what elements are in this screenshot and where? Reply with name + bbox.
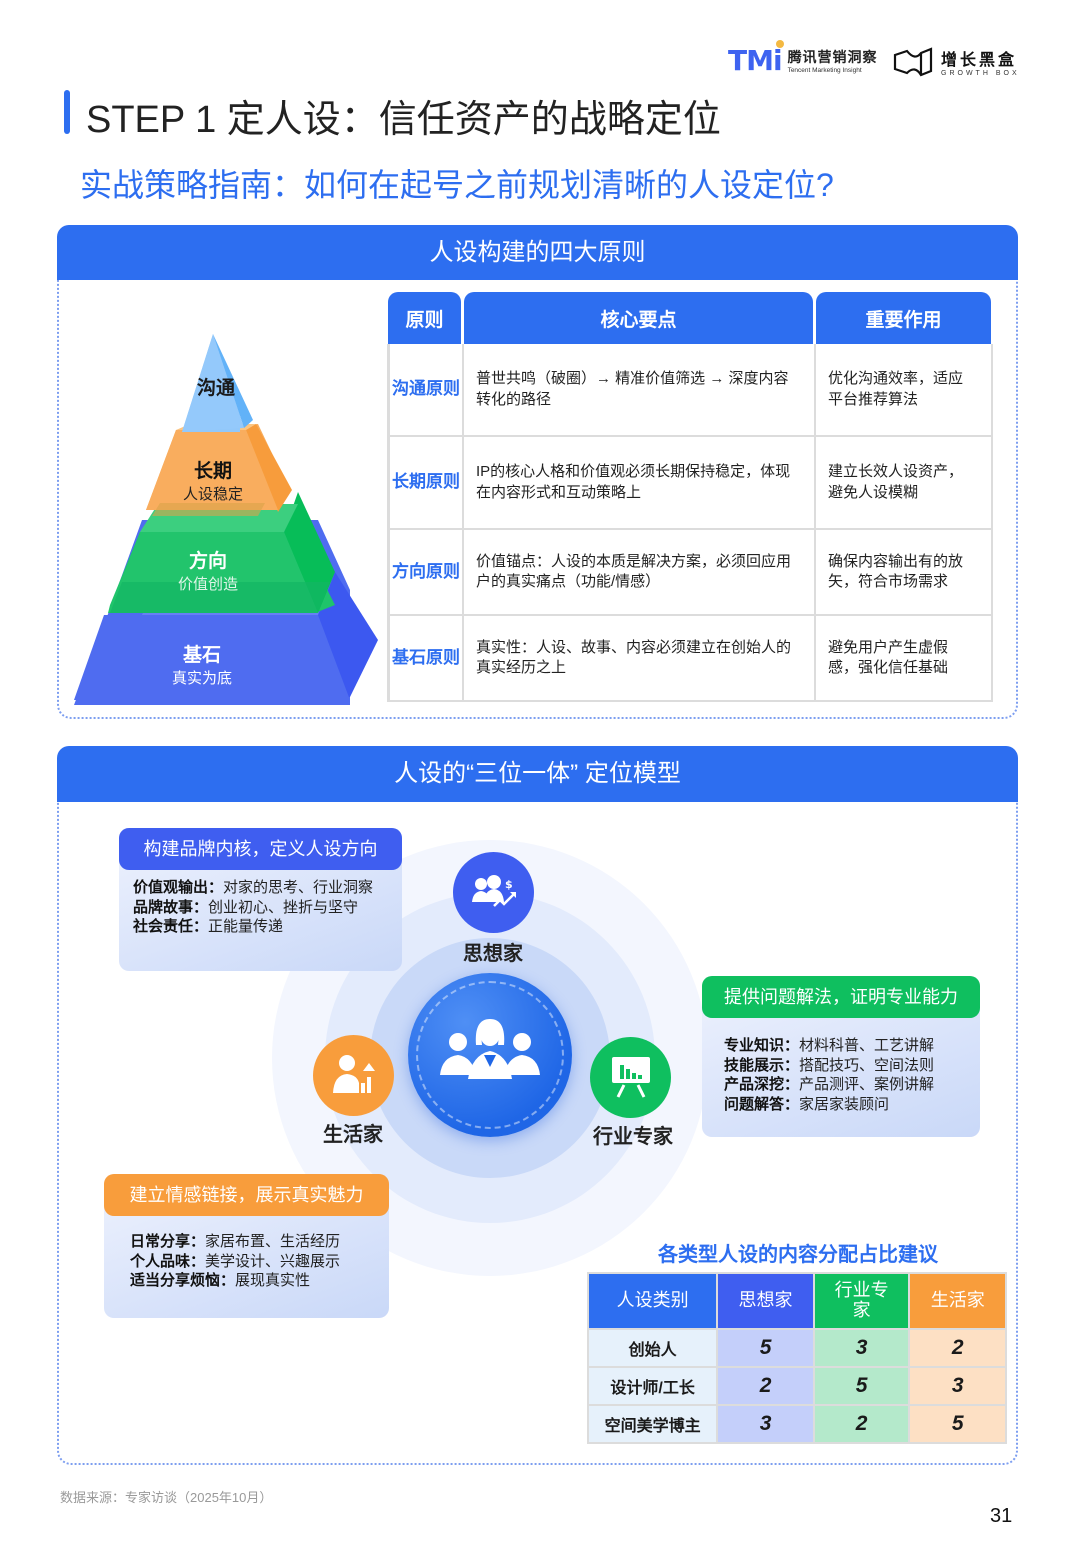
lifestyle-circle-icon [313, 1035, 394, 1116]
table-row-point: 普世共鸣（破圈）→ 精准价值筛选 → 深度内容转化的路径 [462, 344, 816, 437]
expert-circle-icon [590, 1037, 671, 1118]
thinker-circle-icon: $ [453, 852, 534, 933]
person-chart-up-icon [333, 1055, 375, 1093]
alloc-value: 5 [716, 1328, 815, 1368]
expert-card-body: 专业知识：材料科普、工艺讲解 技能展示：搭配技巧、空间法则 产品深挖：产品测评、… [724, 1037, 935, 1113]
growth-box-logo-cn: 增长黑盒 [941, 52, 1018, 69]
alloc-value: 3 [716, 1404, 815, 1444]
table-row-point: IP的核心人格和价值观必须长期保持稳定，体现在内容形式和互动策略上 [462, 437, 816, 530]
role-label-expert: 行业专家 [593, 1126, 673, 1148]
tencent-marketing-insight-logo: TMi 腾讯营销洞察 Tencent Marketing Insight [728, 40, 878, 77]
table-header-principle: 原则 [388, 292, 461, 344]
page-number: 31 [990, 1505, 1013, 1527]
alloc-value: 2 [812, 1404, 911, 1444]
table-row-principle: 长期原则 [388, 437, 464, 530]
alloc-value: 3 [908, 1366, 1007, 1406]
table-row-principle: 沟通原则 [388, 344, 464, 437]
four-principles-header: 人设构建的四大原则 [57, 225, 1018, 280]
alloc-row-name: 创始人 [586, 1328, 719, 1368]
alloc-row-name: 设计师/工长 [586, 1366, 719, 1406]
expert-card: 提供问题解法，证明专业能力 专业知识：材料科普、工艺讲解 技能展示：搭配技巧、空… [702, 976, 980, 1137]
table-header-key-points: 核心要点 [464, 292, 813, 344]
growth-box-icon [893, 46, 933, 76]
table-row-point: 真实性：人设、故事、内容必须建立在创始人的真实经历之上 [462, 616, 816, 702]
core-circle [408, 973, 572, 1137]
tmi-logo-cn: 腾讯营销洞察 [787, 49, 878, 65]
lifestyle-card: 建立情感链接，展示真实魅力 日常分享：家居布置、生活经历 个人品味：美学设计、兴… [104, 1174, 389, 1318]
alloc-row-name: 空间美学博主 [586, 1404, 719, 1444]
alloc-value: 5 [812, 1366, 911, 1406]
allocation-table: 人设类别 思想家 行业专家 生活家 创始人 5 3 2 设计师/工长 2 5 3… [586, 1272, 1007, 1444]
thinker-card-body: 价值观输出：对家的思考、行业洞察 品牌故事：创业初心、挫折与坚守 社会责任：正能… [133, 879, 374, 935]
presentation-board-icon [612, 1057, 650, 1098]
table-row-role: 建立长效人设资产，避免人设模糊 [814, 437, 993, 530]
alloc-header-expert: 行业专家 [812, 1272, 911, 1330]
pyramid-label-foundation: 基石 真实为底 [171, 645, 232, 687]
allocation-table-title: 各类型人设的内容分配占比建议 [658, 1244, 938, 1266]
tmi-logo-mark: TMi [728, 40, 784, 77]
pyramid-label-direction: 方向 价值创造 [177, 551, 238, 593]
pyramid-label-longterm: 长期 人设稳定 [182, 461, 243, 503]
thinker-card-title: 构建品牌内核，定义人设方向 [119, 828, 402, 870]
expert-card-title: 提供问题解法，证明专业能力 [702, 976, 980, 1018]
business-growth-icon: $ [472, 875, 516, 907]
table-row: 空间美学博主 3 2 5 [586, 1404, 1007, 1444]
alloc-header-thinker: 思想家 [716, 1272, 815, 1330]
page-title: STEP 1 定人设：信任资产的战略定位 [86, 99, 721, 141]
alloc-value: 2 [908, 1328, 1007, 1368]
lifestyle-card-title: 建立情感链接，展示真实魅力 [104, 1174, 389, 1216]
role-label-lifestyle: 生活家 [323, 1124, 383, 1146]
alloc-value: 2 [716, 1366, 815, 1406]
thinker-card: 构建品牌内核，定义人设方向 价值观输出：对家的思考、行业洞察 品牌故事：创业初心… [119, 828, 402, 971]
team-people-icon [440, 1019, 540, 1079]
alloc-value: 3 [812, 1328, 911, 1368]
alloc-value: 5 [908, 1404, 1007, 1444]
table-row-role: 确保内容输出有的放矢，符合市场需求 [814, 530, 993, 616]
table-row-principle: 方向原则 [388, 530, 464, 616]
title-accent-bar [64, 90, 70, 134]
role-label-thinker: 思想家 [463, 943, 523, 965]
table-row-principle: 基石原则 [388, 616, 464, 702]
data-source-note: 数据来源：专家访谈（2025年10月） [60, 1490, 273, 1505]
pyramid-label-communication: 沟通 [196, 378, 235, 399]
table-header-importance: 重要作用 [816, 292, 991, 344]
table-row-role: 优化沟通效率，适应平台推荐算法 [814, 344, 993, 437]
growth-box-logo-en: GROWTH BOX [941, 70, 1020, 77]
table-row-point: 价值锚点：人设的本质是解决方案，必须回应用户的真实痛点（功能/情感） [462, 530, 816, 616]
lifestyle-card-body: 日常分享：家居布置、生活经历 个人品味：美学设计、兴趣展示 适当分享烦恼：展现真… [130, 1233, 341, 1289]
table-row: 创始人 5 3 2 [586, 1328, 1007, 1368]
alloc-header-type: 人设类别 [586, 1272, 719, 1330]
growth-box-logo: 增长黑盒 GROWTH BOX [893, 46, 1020, 77]
table-row-role: 避免用户产生虚假感，强化信任基础 [814, 616, 993, 702]
page-subtitle: 实战策略指南：如何在起号之前规划清晰的人设定位? [80, 167, 834, 203]
trinity-model-header: 人设的“三位一体” 定位模型 [57, 746, 1018, 802]
tmi-logo-en: Tencent Marketing Insight [787, 67, 862, 74]
table-row: 设计师/工长 2 5 3 [586, 1366, 1007, 1406]
svg-text:$: $ [505, 878, 513, 891]
alloc-header-lifestyle: 生活家 [908, 1272, 1007, 1330]
principles-pyramid [74, 334, 378, 705]
